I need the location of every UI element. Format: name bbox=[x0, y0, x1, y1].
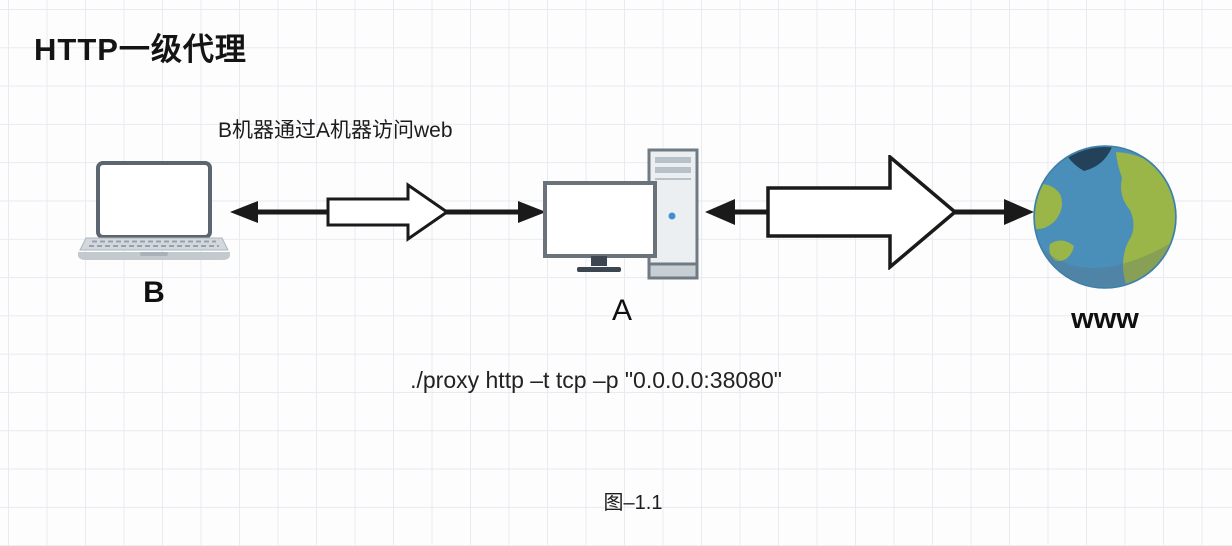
globe-icon bbox=[1033, 145, 1177, 289]
arrow-b-to-a bbox=[230, 182, 546, 242]
node-www-label: www bbox=[1071, 303, 1139, 335]
node-laptop-b: B bbox=[76, 160, 232, 310]
arrow-a-to-www bbox=[705, 155, 1034, 270]
figure-caption: 图–1.1 bbox=[603, 492, 663, 514]
node-b-label: B bbox=[143, 276, 165, 309]
node-a-label: A bbox=[611, 294, 632, 327]
laptop-icon bbox=[78, 161, 230, 260]
node-internet-www: www bbox=[1032, 144, 1178, 336]
block-arrow-right-icon bbox=[326, 182, 450, 242]
power-led bbox=[668, 212, 676, 220]
proxy-command-text: ./proxy http –t tcp –p "0.0.0.0:38080" bbox=[410, 367, 782, 393]
annotation-b-via-a: B机器通过A机器访问web bbox=[218, 119, 453, 142]
diagram-title: HTTP一级代理 bbox=[34, 32, 247, 67]
block-arrow-right-icon bbox=[766, 155, 958, 270]
node-server-a: A bbox=[543, 146, 701, 328]
desktop-computer-icon bbox=[543, 148, 699, 280]
